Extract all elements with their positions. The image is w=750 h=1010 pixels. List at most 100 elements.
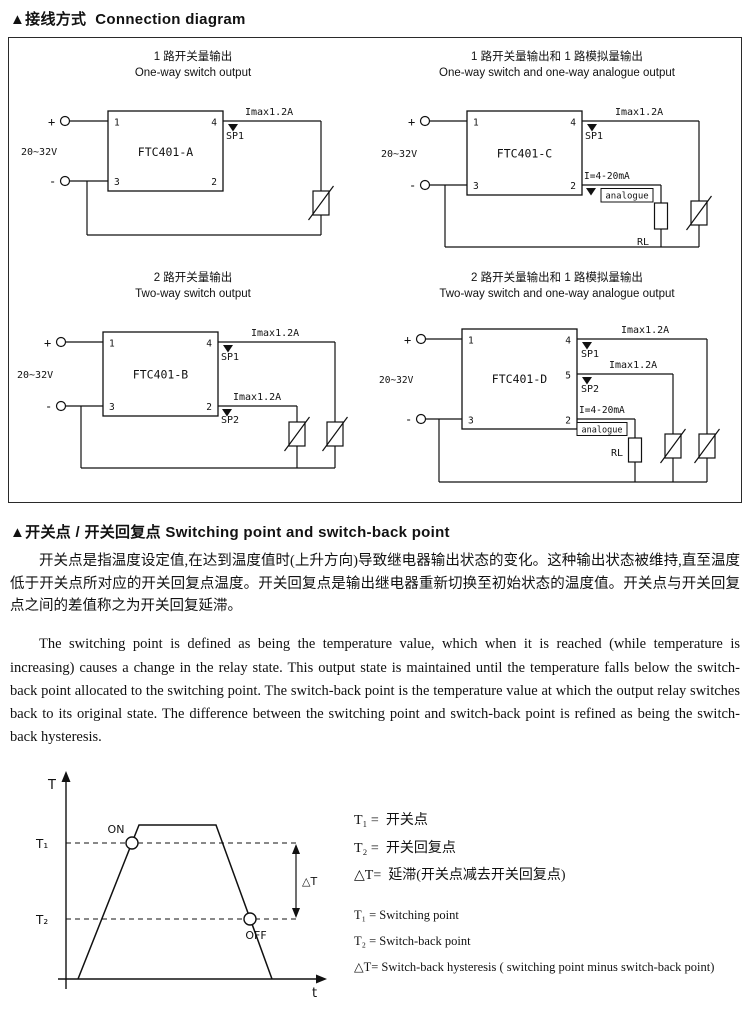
pin-2-label: 2 <box>565 416 571 427</box>
legend-cn-t1: T₁ = 开关点 <box>354 813 428 829</box>
off-label: OFF <box>245 929 266 942</box>
wires-a <box>69 120 322 236</box>
device-label: FTC401-A <box>138 145 193 159</box>
switch-on-point <box>125 836 139 851</box>
legend-en-t2: T₂ = Switch-back point <box>354 933 471 948</box>
legend-cn-t2: T₂ = 开关回复点 <box>354 840 456 856</box>
imax-label: Imax1.2A <box>233 392 281 403</box>
t2-tick-label: T₂ <box>35 913 48 927</box>
pin-1-label: 1 <box>114 118 120 129</box>
legend-en-delta: △T= Switch-back hysteresis ( switching p… <box>354 959 715 974</box>
minus-terminal-icon <box>59 175 71 187</box>
pin-3-label: 3 <box>114 177 120 188</box>
imax-label: Imax1.2A <box>245 107 293 118</box>
pin-4-label: 4 <box>570 118 576 129</box>
minus-sign: - <box>409 179 416 193</box>
plus-sign: + <box>404 333 411 347</box>
device-box-c <box>466 110 583 196</box>
plus-terminal-icon <box>419 115 431 127</box>
supply-voltage-label: 20~32V <box>17 370 53 381</box>
y-axis-arrow-icon <box>61 771 71 783</box>
imax-label: Imax1.2A <box>251 328 299 339</box>
hysteresis-section: T t T₁ T₂ ON OFF △T T₁ = 开关点 T₂ = 开关回复点 … <box>8 767 742 999</box>
delta-t-arrow <box>292 844 300 919</box>
circuit-diagram-b: + - 20~32V FTC401-B 1 4 3 2 Imax1.2A SP1… <box>17 328 348 469</box>
circuit-diagram-d: + - 20~32V FTC401-D 1 4 5 3 2 Imax1.2A S… <box>379 325 720 483</box>
minus-terminal-icon <box>419 179 431 191</box>
plus-terminal-icon <box>59 115 71 127</box>
down-arrow-icon <box>586 188 596 196</box>
minus-terminal-icon <box>55 400 67 412</box>
rl-label: RL <box>637 237 649 248</box>
device-label: FTC401-C <box>497 147 552 161</box>
diagram-a-title-cn: 1 路开关量输出 <box>153 51 233 63</box>
load-resistor-icon <box>653 202 669 230</box>
imax-label: Imax1.2A <box>615 107 663 118</box>
plus-sign: + <box>408 115 415 129</box>
device-label: FTC401-B <box>133 368 188 382</box>
supply-voltage-label: 20~32V <box>379 375 414 386</box>
pin-1-label: 1 <box>473 118 479 129</box>
diagram-a-title-en: One-way switch output <box>134 66 252 79</box>
legend-en-t1: T₁ = Switching point <box>354 908 459 923</box>
device-box-d <box>461 328 578 430</box>
diagram-cell-d: 2 路开关量输出和 1 路模拟量输出 Two-way switch and on… <box>375 271 739 496</box>
down-arrow-icon <box>222 409 232 417</box>
pin-1-label: 1 <box>468 336 474 347</box>
minus-sign: - <box>49 175 56 189</box>
delta-t-label: △T <box>302 875 317 888</box>
analogue-current-label: I=4-20mA <box>579 405 625 416</box>
pin-4-label: 4 <box>211 118 217 129</box>
plus-sign: + <box>44 336 51 350</box>
paragraph-en: The switching point is defined as being … <box>10 636 740 746</box>
pin-2-label: 2 <box>570 181 576 192</box>
legend-en-block: T₁ = Switching point T₂ = Switch-back po… <box>354 903 714 980</box>
analogue-label: analogue <box>605 192 648 202</box>
diagram-d-title-cn: 2 路开关量输出和 1 路模拟量输出 <box>471 272 643 285</box>
down-arrow-icon <box>228 124 238 132</box>
relay-coil-icon <box>322 416 348 452</box>
x-axis-arrow-icon <box>316 974 327 984</box>
down-arrow-icon <box>587 124 597 132</box>
on-label: ON <box>108 823 125 836</box>
pin-2-label: 2 <box>206 402 212 413</box>
analogue-label-box <box>600 188 654 203</box>
plus-terminal-icon <box>415 333 427 345</box>
relay-coil-icon <box>308 185 334 221</box>
circuit-diagram-a: + - 20~32V FTC401-A 1 4 3 2 Imax1.2A SP1 <box>21 107 334 236</box>
connection-diagram-panel: 1 路开关量输出 One-way switch output <box>8 37 742 504</box>
down-arrow-icon <box>582 342 592 350</box>
supply-voltage-label: 20~32V <box>381 149 417 160</box>
diagram-b-title-cn: 2 路开关量输出 <box>153 272 233 285</box>
diagram-b-title-en: Two-way switch output <box>135 287 251 300</box>
diagram-c-title-en: One-way switch and one-way analogue outp… <box>439 66 675 79</box>
device-box-b <box>102 331 219 417</box>
analogue-label: analogue <box>582 426 623 436</box>
t1-tick-label: T₁ <box>35 837 48 851</box>
diagram-a-title: 1 路开关量输出 One-way switch output <box>135 50 251 81</box>
sp1-label: SP1 <box>221 352 239 363</box>
axes <box>58 779 318 990</box>
section-title-connection: ▲接线方式 Connection diagram <box>10 11 246 28</box>
plus-sign: + <box>48 115 55 129</box>
minus-sign: - <box>405 413 412 427</box>
diagram-cell-c: 1 路开关量输出和 1 路模拟量输出 One-way switch and on… <box>375 50 739 259</box>
relay-coil-icon <box>694 428 720 464</box>
device-box-a <box>107 110 224 192</box>
minus-sign: - <box>45 400 52 414</box>
wires-b <box>65 341 336 469</box>
pin-3-label: 3 <box>109 402 115 413</box>
plus-terminal-icon <box>55 336 67 348</box>
diagram-d-title-en: Two-way switch and one-way analogue outp… <box>439 287 675 300</box>
section-title-switching: ▲开关点 / 开关回复点 Switching point and switch-… <box>10 524 450 542</box>
wires-c <box>429 120 700 248</box>
load-resistor-icon <box>627 437 643 463</box>
supply-voltage-label: 20~32V <box>21 147 57 158</box>
legend-cn-block: T₁ = 开关点 T₂ = 开关回复点 △T= 延滞(开关点减去开关回复点) <box>354 807 714 889</box>
sp1-label: SP1 <box>226 131 244 142</box>
diagram-cell-a: 1 路开关量输出 One-way switch output <box>11 50 375 259</box>
relay-coil-icon <box>686 195 712 231</box>
down-arrow-icon <box>223 345 233 353</box>
circuit-diagram-c: + - 20~32V FTC401-C 1 4 3 2 Imax1.2A SP1… <box>381 107 712 248</box>
